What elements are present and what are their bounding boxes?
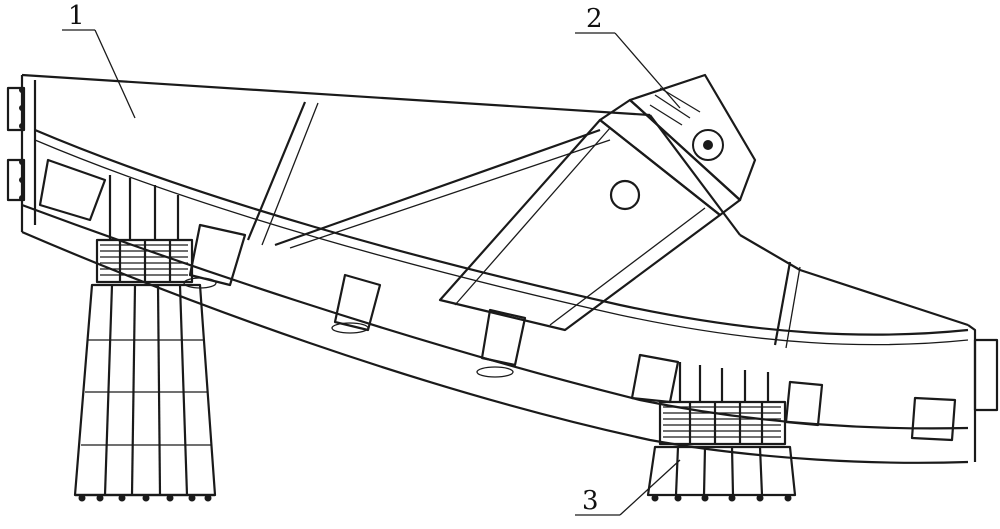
label-2-text: 2	[586, 4, 603, 34]
label-3-text: 3	[582, 486, 599, 516]
screen-frame	[6, 73, 999, 464]
left-base-bolts	[78, 494, 212, 502]
label-exciter: 2	[575, 4, 681, 109]
right-spring-support	[646, 362, 797, 502]
label-1-text: 1	[68, 1, 85, 31]
right-springs	[663, 402, 781, 444]
exciter-assembly	[438, 73, 757, 332]
label-spring-support: 3	[575, 459, 681, 516]
left-spring-support	[73, 175, 217, 502]
label-frame: 1	[62, 1, 136, 119]
deck-crossbeams	[183, 223, 957, 442]
right-base-bolts	[651, 494, 792, 502]
left-bolts	[19, 87, 25, 201]
left-springs	[100, 240, 188, 282]
